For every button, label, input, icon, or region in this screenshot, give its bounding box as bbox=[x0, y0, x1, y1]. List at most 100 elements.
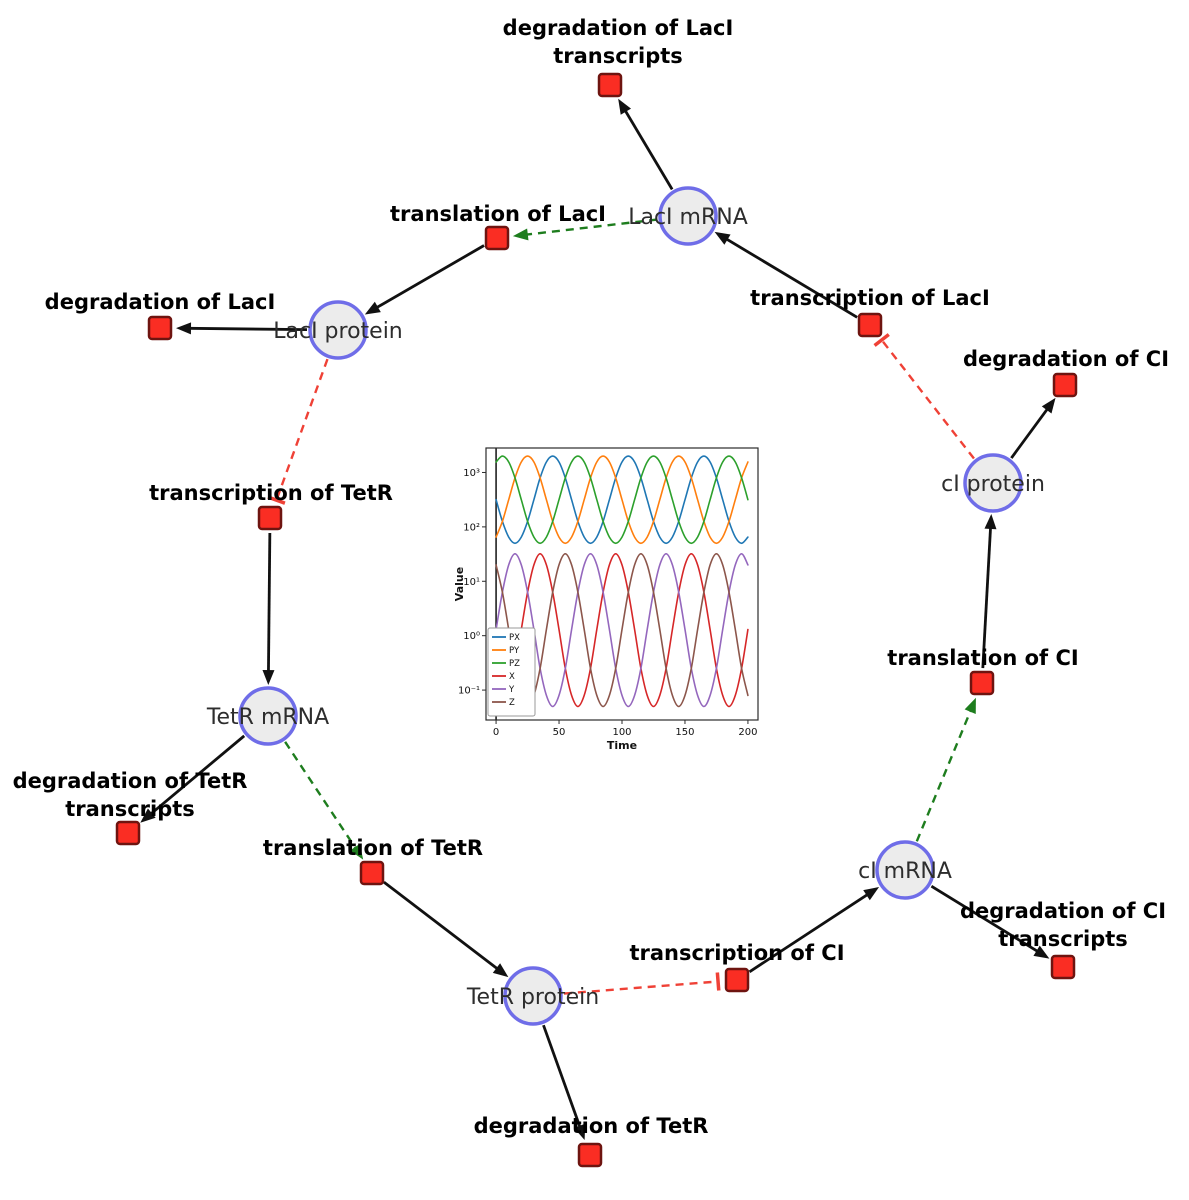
edge-laci-protein-to-deg-laci bbox=[187, 326, 308, 332]
legend-label-px: PX bbox=[509, 633, 520, 643]
edge-tc-tetr-to-tetr-mrna bbox=[267, 532, 272, 674]
species-node-laci-protein[interactable] bbox=[308, 300, 368, 360]
species-label-tetr-protein: TetR protein bbox=[466, 985, 599, 1010]
edge-tetr-protein-to-deg-tetr bbox=[542, 1024, 582, 1130]
edge-ci-mrna-to-deg-ci-tx bbox=[930, 885, 1040, 954]
arrowhead-icon bbox=[492, 963, 509, 978]
edges-layer bbox=[140, 98, 1056, 1140]
edge-transl-ci-to-ci-protein bbox=[981, 525, 993, 669]
x-tick-label: 100 bbox=[612, 727, 631, 738]
edge-transl-laci-to-laci-protein bbox=[374, 244, 485, 310]
reaction-node-tc-tetr[interactable] bbox=[257, 505, 283, 531]
series-line-x bbox=[495, 553, 749, 708]
arrowhead-icon bbox=[618, 98, 632, 115]
edge-ci-mrna-to-transl-ci bbox=[915, 708, 973, 842]
reaction-node-tc-laci[interactable] bbox=[857, 312, 883, 338]
reaction-label-transl-laci: translation of LacI bbox=[390, 202, 606, 226]
arrowhead-icon bbox=[175, 322, 192, 335]
arrowhead-icon bbox=[364, 301, 381, 315]
reaction-node-tc-ci[interactable] bbox=[724, 967, 750, 993]
arrowhead-icon bbox=[349, 843, 364, 860]
reaction-label-tc-ci: transcription of CI bbox=[629, 941, 844, 965]
series-line-pz bbox=[495, 455, 749, 545]
reaction-label-deg-ci: degradation of CI bbox=[963, 347, 1169, 371]
species-label-tetr-mrna: TetR mRNA bbox=[206, 705, 329, 730]
reaction-label-deg-laci: degradation of LacI bbox=[45, 290, 276, 314]
y-axis-label: Value bbox=[453, 567, 466, 601]
series-line-py bbox=[495, 455, 749, 545]
y-tick-label: 10³ bbox=[463, 468, 480, 479]
edge-tc-ci-to-ci-mrna bbox=[748, 892, 870, 973]
arrowhead-icon bbox=[984, 513, 997, 530]
species-label-laci-protein: LacI protein bbox=[273, 319, 403, 344]
reaction-node-deg-tetr-tx[interactable] bbox=[115, 820, 141, 846]
y-tick-label: 10⁻¹ bbox=[458, 686, 480, 697]
legend-label-y: Y bbox=[508, 685, 515, 695]
reaction-node-transl-laci[interactable] bbox=[484, 225, 510, 251]
reaction-node-deg-ci[interactable] bbox=[1052, 372, 1078, 398]
arrowhead-icon bbox=[140, 808, 156, 823]
legend-label-x: X bbox=[509, 672, 515, 682]
legend: PX PY PZ XYZ bbox=[487, 627, 536, 717]
species-node-ci-protein[interactable] bbox=[963, 453, 1023, 513]
reaction-node-deg-ci-tx[interactable] bbox=[1050, 954, 1076, 980]
series-layer bbox=[495, 448, 749, 720]
inhibitor-bar-icon bbox=[715, 972, 721, 991]
edge-ci-protein-to-tc-laci bbox=[880, 339, 975, 460]
reaction-label-tc-laci: transcription of LacI bbox=[750, 286, 990, 310]
arrowhead-icon bbox=[512, 228, 529, 241]
series-line-y bbox=[495, 553, 749, 708]
arrowhead-icon bbox=[863, 886, 880, 901]
edge-tetr-mrna-to-transl-tetr bbox=[284, 741, 358, 851]
y-tick-label: 10⁰ bbox=[463, 631, 480, 642]
arrowhead-icon bbox=[262, 669, 275, 686]
reaction-label-tc-tetr: transcription of TetR bbox=[149, 481, 393, 505]
edge-ci-protein-to-deg-ci bbox=[1010, 406, 1050, 459]
reaction-label-transl-ci: translation of CI bbox=[887, 646, 1078, 670]
reaction-node-transl-ci[interactable] bbox=[969, 670, 995, 696]
x-axis-label: Time bbox=[607, 739, 637, 752]
edge-laci-mrna-to-deg-laci-tx bbox=[623, 108, 674, 191]
x-tick-label: 50 bbox=[553, 727, 566, 738]
species-node-ci-mrna[interactable] bbox=[875, 840, 935, 900]
reaction-node-deg-laci[interactable] bbox=[147, 315, 173, 341]
reaction-node-deg-laci-tx[interactable] bbox=[597, 72, 623, 98]
species-label-ci-protein: cI protein bbox=[941, 472, 1045, 497]
series-line-z bbox=[495, 553, 749, 708]
x-tick-label: 0 bbox=[493, 727, 499, 738]
species-node-laci-mrna[interactable] bbox=[658, 186, 718, 246]
x-tick-label: 150 bbox=[675, 727, 694, 738]
edge-tetr-protein-to-tc-ci bbox=[563, 980, 719, 995]
series-line-px bbox=[495, 455, 749, 545]
species-node-tetr-mrna[interactable] bbox=[238, 686, 298, 746]
species-node-tetr-protein[interactable] bbox=[503, 966, 563, 1026]
legend-label-z: Z bbox=[509, 698, 515, 708]
reaction-label-transl-tetr: translation of TetR bbox=[263, 836, 483, 860]
arrowhead-icon bbox=[1041, 397, 1056, 414]
arrowhead-icon bbox=[1033, 945, 1050, 959]
arrowhead-icon bbox=[964, 697, 976, 714]
edge-transl-tetr-to-tetr-protein bbox=[383, 880, 500, 972]
arrowhead-icon bbox=[714, 231, 731, 245]
species-label-laci-mrna: LacI mRNA bbox=[628, 205, 748, 230]
edge-laci-protein-to-tc-tetr bbox=[275, 358, 329, 501]
reaction-node-transl-tetr[interactable] bbox=[359, 860, 385, 886]
reaction-node-deg-tetr[interactable] bbox=[577, 1142, 603, 1168]
edge-tetr-mrna-to-deg-tetr-tx bbox=[148, 734, 246, 817]
edge-tc-laci-to-laci-mrna bbox=[724, 236, 858, 319]
x-tick-label: 200 bbox=[738, 727, 757, 738]
species-label-ci-mrna: cI mRNA bbox=[858, 859, 952, 884]
y-tick-label: 10¹ bbox=[463, 577, 480, 588]
reaction-label-deg-tetr: degradation of TetR bbox=[474, 1114, 709, 1138]
legend-label-py: PY bbox=[509, 646, 520, 656]
inhibitor-bar-icon bbox=[267, 495, 286, 505]
legend-label-pz: PZ bbox=[509, 659, 520, 669]
y-tick-label: 10² bbox=[463, 522, 480, 533]
